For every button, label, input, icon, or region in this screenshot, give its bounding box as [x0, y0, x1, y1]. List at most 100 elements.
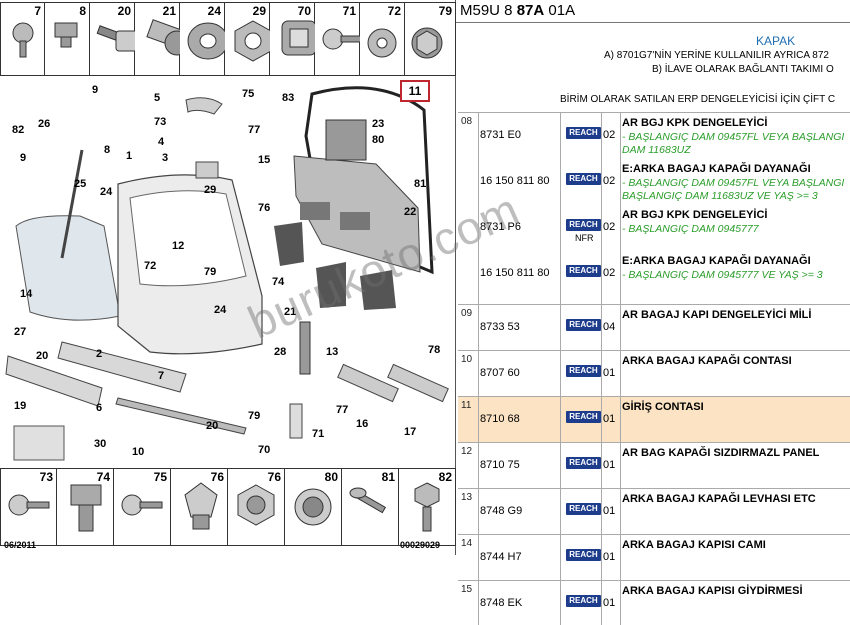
part-number[interactable]: 16 150 811 80	[480, 175, 550, 187]
column-divider	[601, 113, 602, 304]
row-index: 14	[461, 538, 473, 549]
callout-79: 79	[204, 266, 217, 278]
column-divider	[478, 581, 479, 625]
row-index: 12	[461, 446, 473, 457]
top-hardware-cell-71[interactable]: 71	[315, 2, 364, 76]
top-hardware-cell-79[interactable]: 79	[405, 2, 456, 76]
part-condition: - BAŞLANGIÇ DAM 09457FL VEYA BAŞLANGI	[622, 131, 845, 143]
highlighted-callout[interactable]: 11	[400, 80, 430, 102]
top-hardware-number: 70	[297, 4, 311, 18]
part-number[interactable]: 8748 EK	[480, 597, 523, 609]
column-divider	[560, 489, 561, 534]
column-divider	[620, 581, 621, 625]
quantity: 01	[603, 597, 616, 609]
part-description: E:ARKA BAGAJ KAPAĞI DAYANAĞI	[622, 255, 811, 267]
callout-80: 80	[372, 134, 385, 146]
bottom-hardware-cell-76[interactable]: 76	[228, 468, 285, 546]
part-number[interactable]: 8731 P6	[480, 221, 521, 233]
column-divider	[601, 535, 602, 580]
bottom-hardware-cell-82[interactable]: 82	[399, 468, 456, 546]
part-number[interactable]: 8744 H7	[480, 551, 522, 563]
row-index: 08	[461, 116, 473, 127]
column-divider	[601, 351, 602, 396]
part-number[interactable]: 8710 68	[480, 413, 520, 425]
callout-79b: 79	[248, 410, 261, 422]
note-a: A) 8701G7'NİN YERİNE KULLANILIR AYRICA 8…	[604, 50, 829, 61]
top-hardware-cell-72[interactable]: 72	[360, 2, 405, 76]
top-hardware-cell-20[interactable]: 20	[90, 2, 143, 76]
part-number[interactable]: 8731 E0	[480, 129, 521, 141]
quantity: 02	[603, 129, 616, 141]
bottom-hardware-cell-74[interactable]: 74	[57, 468, 114, 546]
column-divider	[601, 489, 602, 534]
top-hardware-number: 29	[252, 4, 266, 18]
reach-badge: REACH	[566, 127, 601, 139]
top-hardware-cell-29[interactable]: 29	[225, 2, 272, 76]
callout-20b: 20	[206, 420, 219, 432]
bottom-hardware-cell-73[interactable]: 73	[0, 468, 57, 546]
top-hardware-cell-8[interactable]: 8	[45, 2, 90, 76]
part-number[interactable]: 8710 75	[480, 459, 520, 471]
column-divider	[478, 489, 479, 534]
bottom-hardware-cell-81[interactable]: 81	[342, 468, 399, 546]
callout-2: 2	[96, 348, 103, 360]
clip-icon	[54, 22, 78, 48]
column-divider	[601, 397, 602, 442]
callout-3: 3	[162, 152, 169, 164]
column-divider	[478, 305, 479, 350]
column-divider	[620, 305, 621, 350]
bottom-hardware-number: 82	[438, 470, 452, 484]
quantity: 04	[603, 321, 616, 333]
bottom-hardware-cell-80[interactable]: 80	[285, 468, 342, 546]
callout-27: 27	[14, 326, 27, 338]
bottom-hardware-number: 73	[39, 470, 53, 484]
column-divider	[620, 351, 621, 396]
reach-badge: REACH	[566, 319, 601, 331]
column-divider	[478, 443, 479, 488]
bottom-hardware-cell-75[interactable]: 75	[114, 468, 171, 546]
callout-8: 8	[104, 144, 111, 156]
part-condition: BAŞLANGIÇ DAM 11683UZ VE YAŞ >= 3	[622, 190, 818, 202]
callout-17: 17	[404, 426, 417, 438]
top-hardware-cell-7[interactable]: 7	[0, 2, 45, 76]
callout-78: 78	[428, 344, 441, 356]
top-hardware-cell-21[interactable]: 21	[135, 2, 190, 76]
column-divider	[560, 397, 561, 442]
part-number[interactable]: 16 150 811 80	[480, 267, 550, 279]
part-condition: - BAŞLANGIÇ DAM 0945777	[622, 223, 759, 235]
nut-icon	[234, 20, 272, 62]
header-divider	[456, 22, 850, 23]
top-hardware-number: 71	[342, 4, 356, 18]
ring-icon	[294, 488, 332, 526]
callout-5: 5	[154, 92, 161, 104]
bottom-hardware-cell-76[interactable]: 76	[171, 468, 228, 546]
reach-badge: REACH	[566, 411, 601, 423]
part-number[interactable]: 8707 60	[480, 367, 520, 379]
top-hardware-cell-70[interactable]: 70	[270, 2, 317, 76]
part-number[interactable]: 8733 53	[480, 321, 520, 333]
callout-12: 12	[172, 240, 185, 252]
part-description: ARKA BAGAJ KAPISI CAMI	[622, 539, 766, 551]
quantity: 01	[603, 413, 616, 425]
column-divider	[601, 443, 602, 488]
column-divider	[478, 351, 479, 396]
column-divider	[560, 305, 561, 350]
callout-9b: 9	[20, 152, 27, 164]
bottom-hardware-number: 80	[324, 470, 338, 484]
ref-bold: 87A	[516, 2, 545, 19]
part-description: E:ARKA BAGAJ KAPAĞI DAYANAĞI	[622, 163, 811, 175]
callout-82: 82	[12, 124, 25, 136]
bottom-hardware-number: 76	[210, 470, 224, 484]
callout-71: 71	[312, 428, 325, 440]
part-number[interactable]: 8748 G9	[480, 505, 523, 517]
top-hardware-cell-24[interactable]: 24	[180, 2, 229, 76]
